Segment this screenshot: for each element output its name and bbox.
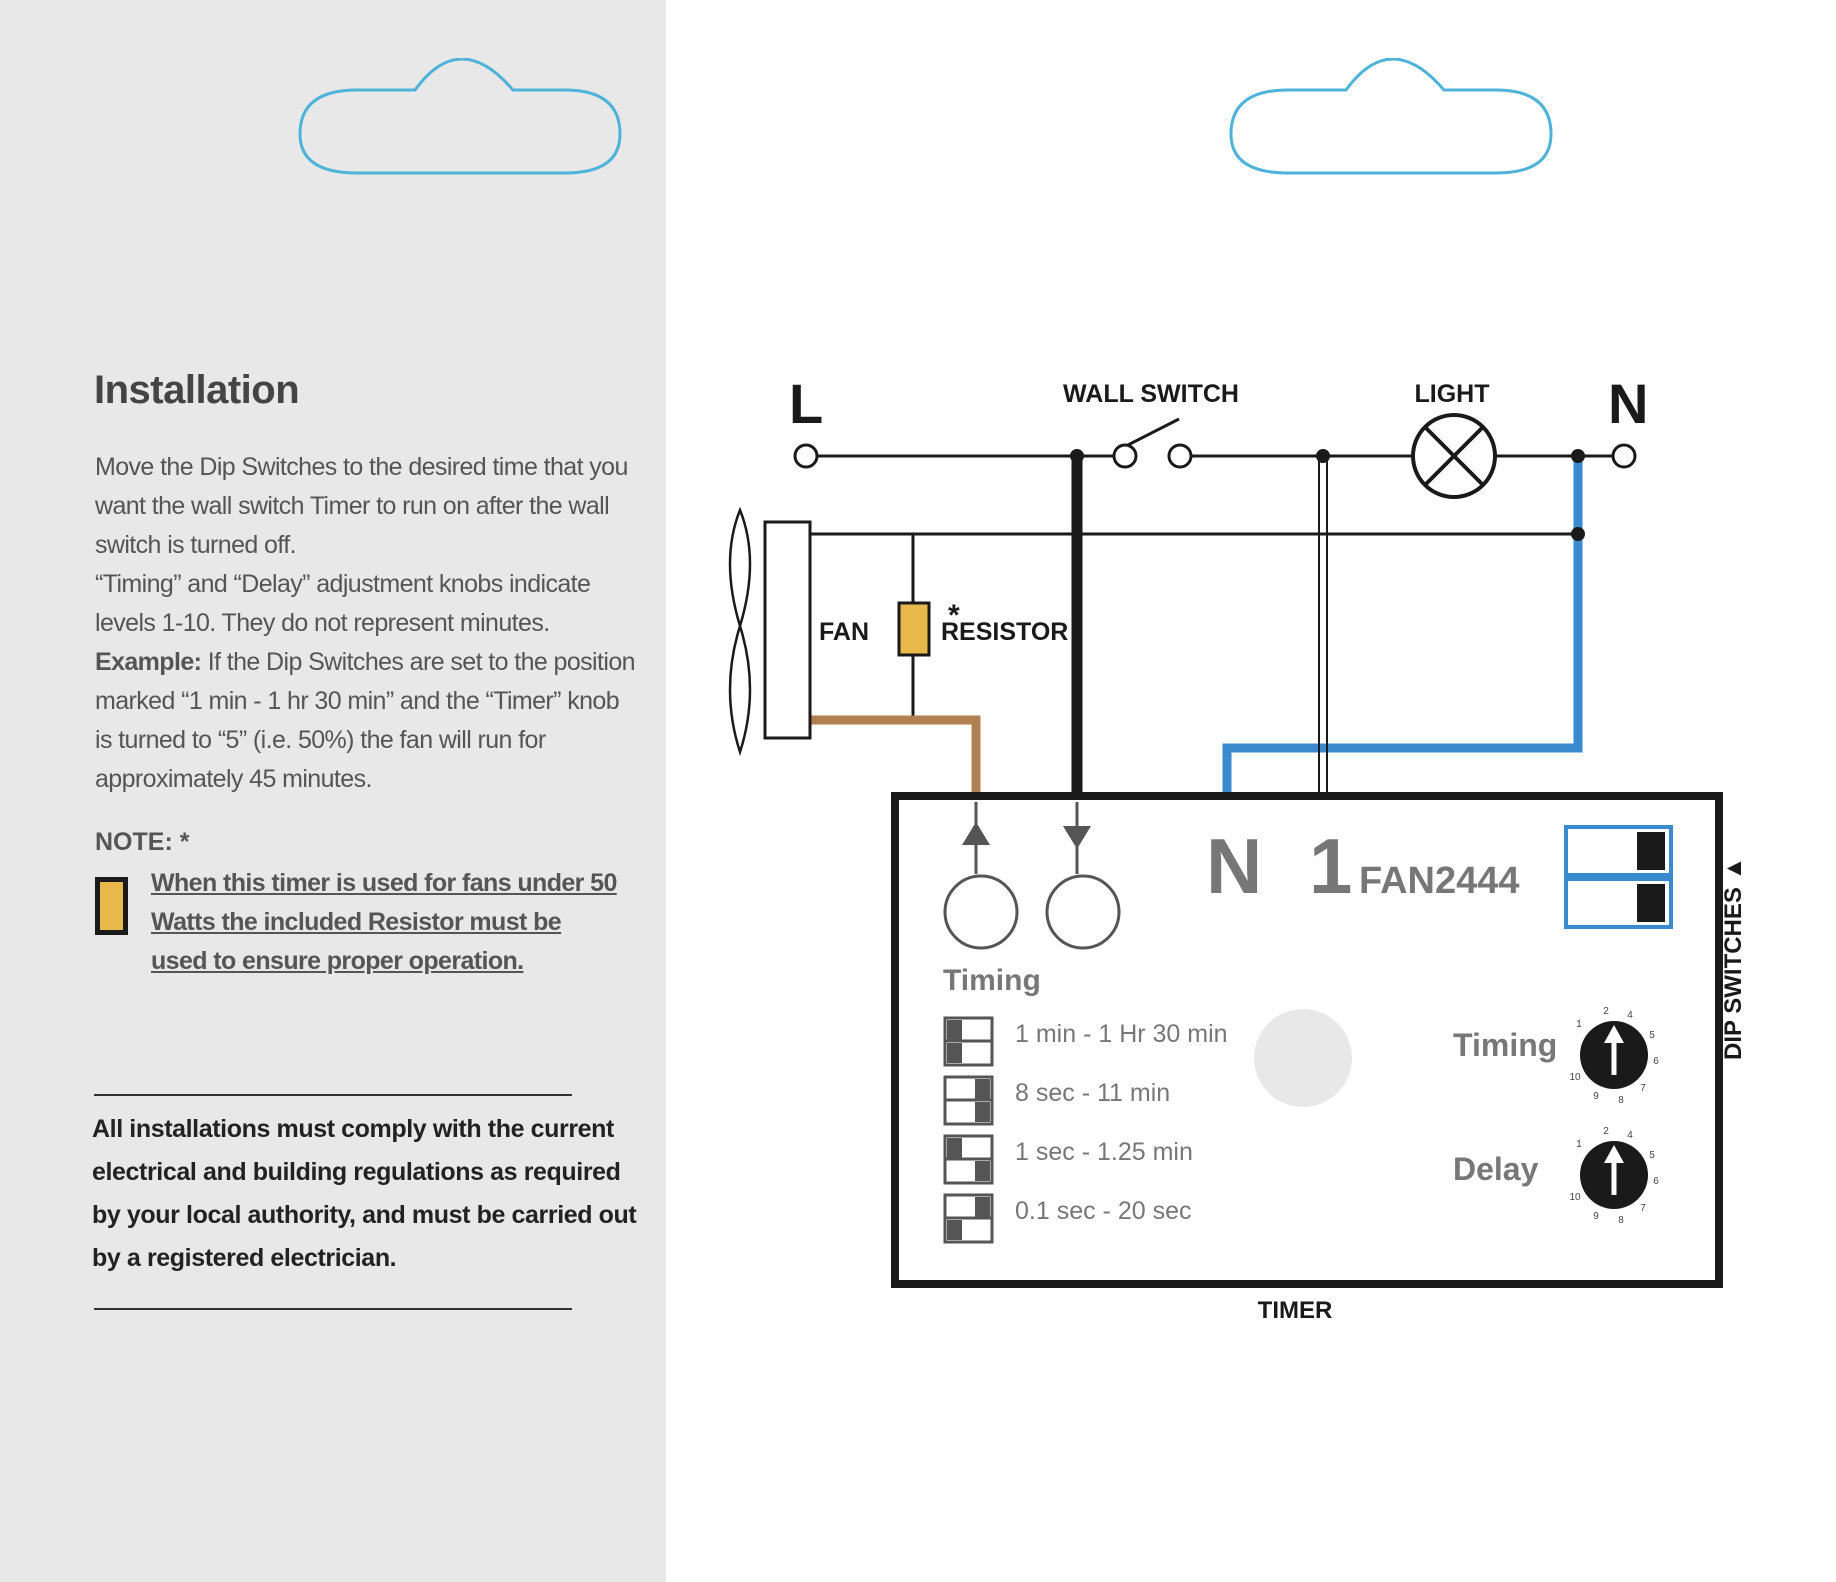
- label-fan: FAN: [819, 618, 869, 646]
- range-label-1: 1 min - 1 Hr 30 min: [1015, 1020, 1228, 1048]
- switch-lever-icon: [1125, 417, 1180, 448]
- svg-text:10: 10: [1569, 1192, 1581, 1203]
- range-label-2: 8 sec - 11 min: [1015, 1079, 1170, 1107]
- installation-body: Move the Dip Switches to the desired tim…: [95, 448, 636, 799]
- timer-terminal-in: [1045, 802, 1121, 950]
- fan-icon: [728, 506, 812, 757]
- switch-contact-right-icon: [1167, 443, 1193, 469]
- timer-caption: TIMER: [1258, 1297, 1333, 1324]
- light-bulb-icon: [1411, 413, 1497, 499]
- live-terminal-icon: [793, 443, 819, 469]
- junction-dot-neutral-top: [1571, 449, 1585, 463]
- dip-setting-icon-3: [943, 1134, 994, 1185]
- timer-terminal-N-label: N: [1206, 822, 1262, 910]
- svg-text:9: 9: [1593, 1091, 1599, 1102]
- svg-text:4: 4: [1627, 1130, 1633, 1141]
- timing-knob[interactable]: 1 2 4 5 6 7 8 9 10: [1569, 1006, 1659, 1106]
- svg-text:5: 5: [1649, 1150, 1655, 1161]
- svg-text:10: 10: [1569, 1072, 1581, 1083]
- compliance-text: All installations must comply with the c…: [92, 1115, 637, 1272]
- delay-knob[interactable]: 1 2 4 5 6 7 8 9 10: [1569, 1126, 1659, 1226]
- note-text: When this timer is used for fans under 5…: [151, 869, 617, 975]
- resistor-swatch-icon: [95, 877, 128, 935]
- svg-text:7: 7: [1640, 1083, 1646, 1094]
- dip-setting-icon-4: [943, 1193, 994, 1244]
- hanger-cloud-right-icon: [1229, 58, 1553, 175]
- svg-text:1: 1: [1576, 1019, 1582, 1030]
- label-live: L: [789, 372, 823, 435]
- svg-text:7: 7: [1640, 1203, 1646, 1214]
- resistor-asterisk: *: [948, 599, 960, 632]
- svg-text:2: 2: [1603, 1126, 1609, 1137]
- svg-text:6: 6: [1653, 1176, 1659, 1187]
- label-resistor: RESISTOR: [941, 618, 1068, 646]
- timer-model: FAN2444: [1359, 860, 1520, 902]
- svg-text:8: 8: [1618, 1215, 1624, 1226]
- timer-terminal-out: [943, 802, 1019, 950]
- page-title: Installation: [94, 368, 300, 412]
- dip-switch-block-icon: [1564, 825, 1673, 929]
- divider-top: [94, 1094, 572, 1096]
- dip-switches-label: DIP SWITCHES ▲: [1720, 857, 1747, 1060]
- svg-text:9: 9: [1593, 1211, 1599, 1222]
- installation-para-2: “Timing” and “Delay” adjustment knobs in…: [95, 570, 591, 637]
- dip-setting-icon-1: [943, 1016, 994, 1067]
- neutral-blue-wire: [1222, 456, 1583, 792]
- svg-text:5: 5: [1649, 1030, 1655, 1041]
- wiring-diagram: L N WALL SWITCH LIGHT FAN * RESISTOR N 1…: [728, 372, 1747, 1324]
- svg-text:1: 1: [1576, 1139, 1582, 1150]
- junction-dot-live: [1070, 449, 1084, 463]
- knob-scale: 1 2 4 5 6 7 8 9 10: [1569, 1126, 1659, 1226]
- range-label-4: 0.1 sec - 20 sec: [1015, 1197, 1191, 1225]
- right-panel: [666, 0, 1836, 1582]
- svg-text:8: 8: [1618, 1095, 1624, 1106]
- switch-contact-left-icon: [1112, 443, 1138, 469]
- installation-example: Example: If the Dip Switches are set to …: [95, 643, 636, 799]
- example-text: If the Dip Switches are set to the posit…: [95, 648, 636, 793]
- timing-heading: Timing: [943, 964, 1041, 997]
- svg-text:4: 4: [1627, 1010, 1633, 1021]
- hanger-cloud-left-icon: [298, 58, 622, 175]
- installation-para-1: Move the Dip Switches to the desired tim…: [95, 453, 628, 559]
- resistor-icon: [897, 601, 931, 657]
- junction-dot-switched: [1316, 449, 1330, 463]
- junction-dot-neutral-bus: [1571, 527, 1585, 541]
- neutral-terminal-icon: [1611, 443, 1637, 469]
- knob-timing-label: Timing: [1453, 1027, 1557, 1063]
- range-label-3: 1 sec - 1.25 min: [1015, 1138, 1193, 1166]
- fan-brown-wire: [809, 715, 981, 792]
- timer-terminal-1-label: 1: [1309, 822, 1352, 910]
- left-panel: [0, 0, 666, 1582]
- label-wall-switch: WALL SWITCH: [1063, 380, 1239, 408]
- divider-bottom: [94, 1308, 572, 1310]
- label-light: LIGHT: [1415, 380, 1490, 408]
- knob-delay-label: Delay: [1453, 1151, 1539, 1187]
- mounting-hole-icon: [1254, 1009, 1352, 1107]
- knob-scale: 1 2 4 5 6 7 8 9 10: [1569, 1006, 1659, 1106]
- svg-text:6: 6: [1653, 1056, 1659, 1067]
- dip-setting-icon-2: [943, 1075, 994, 1126]
- note-label: NOTE: *: [95, 828, 190, 856]
- example-label: Example:: [95, 648, 202, 676]
- svg-text:2: 2: [1603, 1006, 1609, 1017]
- label-neutral: N: [1608, 372, 1648, 435]
